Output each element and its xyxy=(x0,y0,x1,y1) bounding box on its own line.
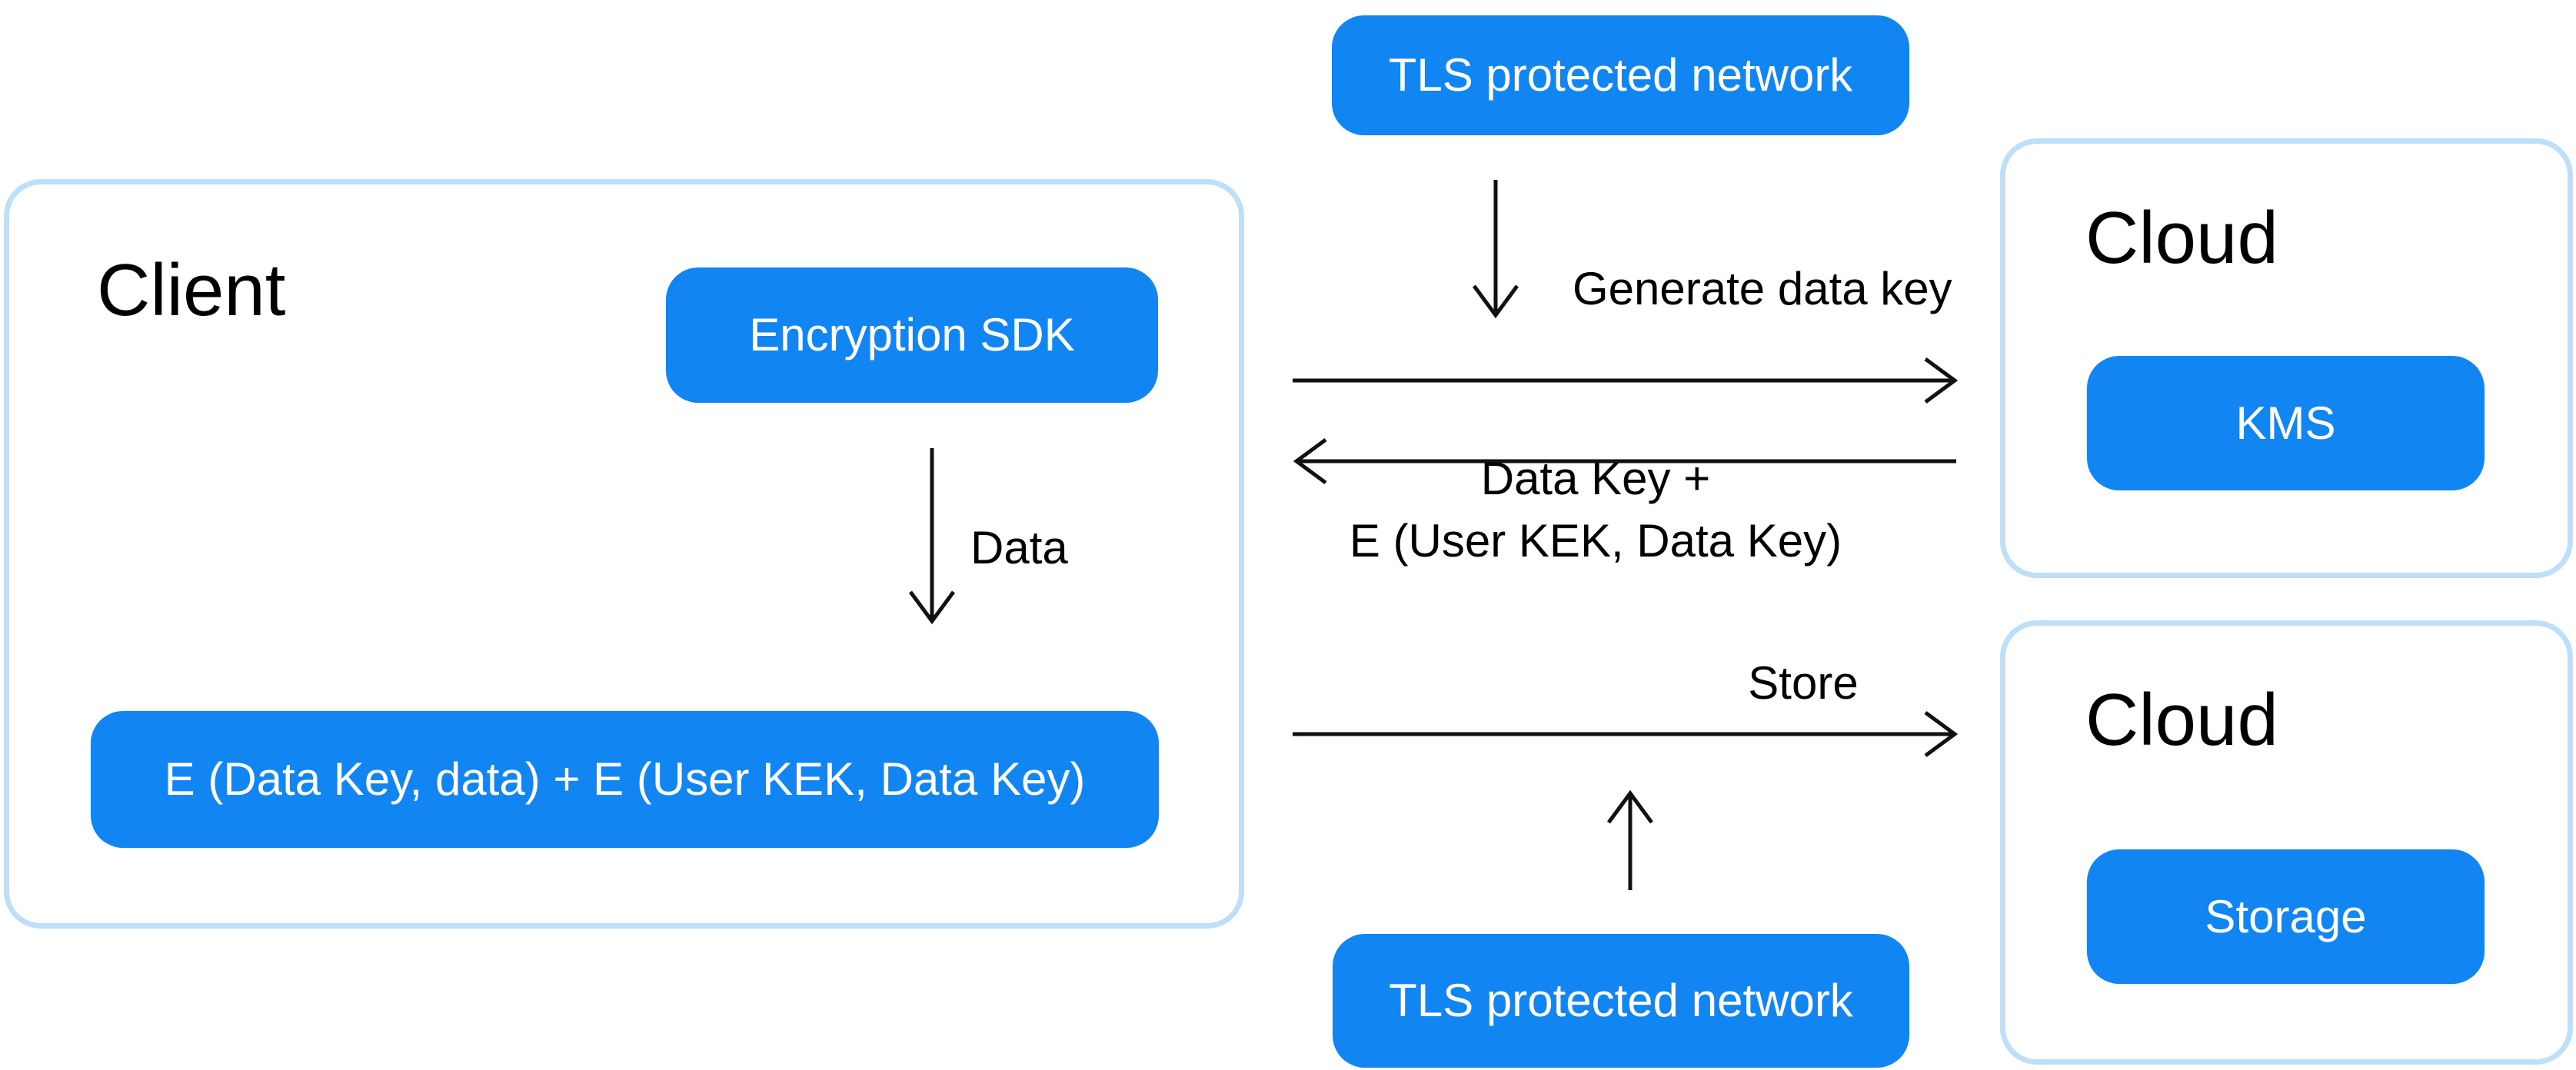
encrypted-payload-pill: E (Data Key, data) + E (User KEK, Data K… xyxy=(91,711,1159,848)
kms-label: KMS xyxy=(2235,397,2336,449)
tls-top-label: TLS protected network xyxy=(1388,49,1853,101)
storage-label: Storage xyxy=(2205,890,2367,942)
tls-top-pill: TLS protected network xyxy=(1332,15,1909,135)
generate-data-key-label: Generate data key xyxy=(1573,263,1952,314)
tls-bottom-pill: TLS protected network xyxy=(1333,934,1909,1068)
cloud-kms-title: Cloud xyxy=(2085,197,2278,279)
encryption-sdk-pill: Encryption SDK xyxy=(666,268,1158,403)
store-arrow xyxy=(1293,710,1959,758)
kms-pill: KMS xyxy=(2087,356,2484,490)
data-key-return-label: Data Key + E (User KEK, Data Key) xyxy=(1269,447,1922,572)
encryption-sdk-label: Encryption SDK xyxy=(749,309,1075,361)
generate-data-key-arrow xyxy=(1293,357,1959,404)
data-label: Data xyxy=(970,522,1068,573)
tls-bottom-up-arrow xyxy=(1606,789,1654,890)
store-label: Store xyxy=(1748,657,1859,709)
tls-top-down-arrow xyxy=(1472,180,1519,319)
cloud-storage-container xyxy=(2000,620,2573,1065)
encrypted-payload-label: E (Data Key, data) + E (User KEK, Data K… xyxy=(164,753,1086,805)
cloud-storage-title: Cloud xyxy=(2085,679,2278,761)
data-key-return-line2: E (User KEK, Data Key) xyxy=(1349,515,1842,567)
storage-pill: Storage xyxy=(2087,849,2484,984)
client-title: Client xyxy=(97,249,286,331)
tls-bottom-label: TLS protected network xyxy=(1389,975,1853,1026)
data-key-return-line1: Data Key + xyxy=(1480,453,1711,504)
